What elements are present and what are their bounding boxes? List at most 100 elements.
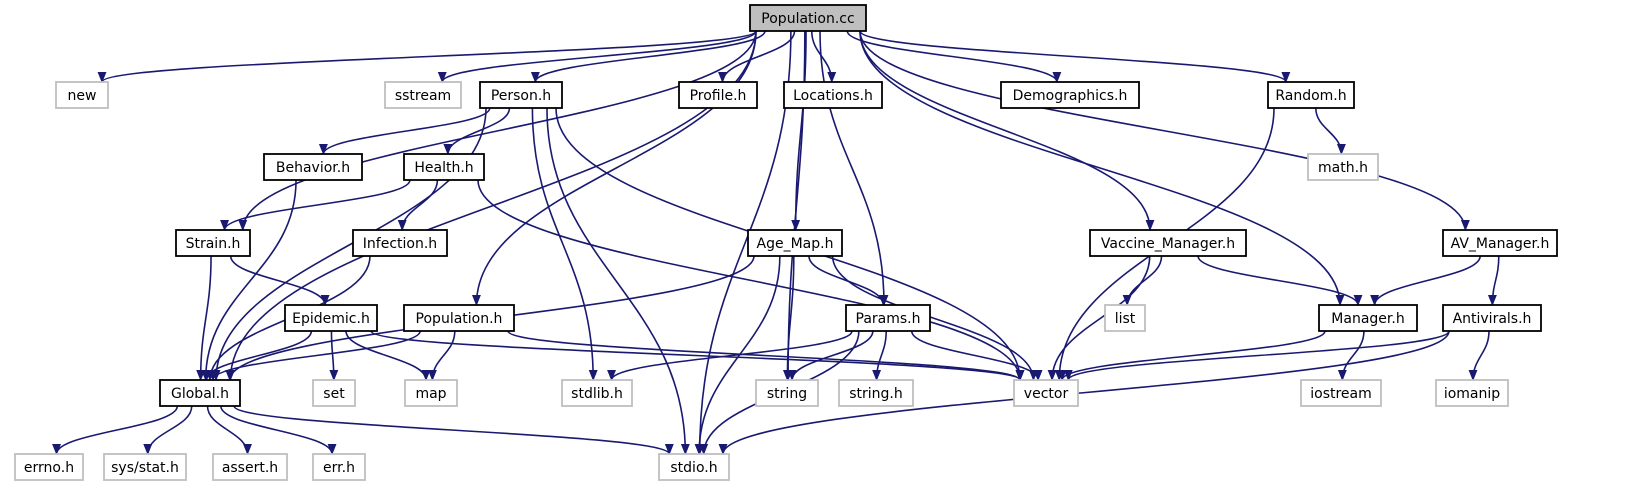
edge-population_cc-to-new bbox=[97, 30, 757, 84]
edge-population_cc-to-vaccine_manager_h bbox=[859, 30, 1155, 232]
node-demographics-h[interactable]: Demographics.h bbox=[1000, 81, 1140, 109]
edge-person_h-to-stdio_h bbox=[546, 107, 690, 456]
node-vector: vector bbox=[1013, 379, 1079, 407]
node-antivirals-h[interactable]: Antivirals.h bbox=[1442, 304, 1542, 332]
edge-av_manager_h-to-manager_h bbox=[1370, 255, 1481, 307]
node-label: Demographics.h bbox=[1013, 88, 1128, 104]
node-vaccine-manager-h[interactable]: Vaccine_Manager.h bbox=[1089, 229, 1247, 257]
edge-epidemic_h-to-map bbox=[345, 330, 431, 382]
edge-random_h-to-math_h bbox=[1315, 107, 1346, 156]
node-box bbox=[403, 153, 485, 181]
edge-population_cc-to-params_h bbox=[819, 30, 889, 307]
node-map: map bbox=[404, 379, 458, 407]
node-label: vector bbox=[1024, 386, 1069, 402]
node-label: list bbox=[1115, 311, 1136, 327]
node-label: Person.h bbox=[491, 88, 551, 104]
node-box bbox=[312, 453, 366, 481]
edge-person_h-to-behavior_h bbox=[319, 107, 491, 156]
edge-population_cc-to-random_h bbox=[859, 30, 1291, 84]
node-label: Global.h bbox=[171, 386, 229, 402]
node-locations-h[interactable]: Locations.h bbox=[783, 81, 883, 109]
node-box bbox=[1318, 304, 1418, 332]
node-label: Age_Map.h bbox=[757, 236, 834, 252]
node-label: assert.h bbox=[222, 460, 278, 476]
node-err-h: err.h bbox=[312, 453, 366, 481]
node-box bbox=[1307, 153, 1379, 181]
node-box bbox=[312, 379, 356, 407]
node-box bbox=[1442, 304, 1542, 332]
node-label: Epidemic.h bbox=[292, 311, 370, 327]
node-health-h[interactable]: Health.h bbox=[403, 153, 485, 181]
node-box bbox=[783, 81, 883, 109]
node-behavior-h[interactable]: Behavior.h bbox=[263, 153, 363, 181]
node-label: Infection.h bbox=[363, 236, 437, 252]
node-string: string bbox=[755, 379, 819, 407]
edge-params_h-to-vector bbox=[910, 330, 1043, 382]
edge-population_h-to-map bbox=[427, 330, 456, 382]
node-label: Health.h bbox=[414, 160, 473, 176]
edge-strain_h-to-global_h bbox=[196, 255, 212, 382]
node-list: list bbox=[1104, 304, 1146, 332]
edge-antivirals_h-to-vector bbox=[1063, 330, 1450, 382]
edge-population_cc-to-sstream bbox=[437, 30, 757, 84]
node-box bbox=[1000, 81, 1140, 109]
node-label: Vaccine_Manager.h bbox=[1101, 236, 1235, 252]
node-box bbox=[384, 81, 462, 109]
edge-population_cc-to-population_h bbox=[471, 30, 757, 307]
node-box bbox=[479, 81, 563, 109]
node-string-h: string.h bbox=[838, 379, 914, 407]
node-box bbox=[658, 453, 730, 481]
edge-global_h-to-errno_h bbox=[52, 405, 179, 456]
node-av-manager-h[interactable]: AV_Manager.h bbox=[1442, 229, 1558, 257]
node-params-h[interactable]: Params.h bbox=[845, 304, 931, 332]
edge-vaccine_manager_h-to-vector bbox=[1047, 255, 1151, 382]
edge-health_h-to-vector bbox=[477, 179, 1025, 382]
node-profile-h[interactable]: Profile.h bbox=[678, 81, 758, 109]
edge-population_cc-to-age_map_h bbox=[791, 30, 807, 232]
node-set: set bbox=[312, 379, 356, 407]
edge-params_h-to-stdlib_h bbox=[607, 330, 853, 382]
node-new: new bbox=[55, 81, 109, 109]
node-random-h[interactable]: Random.h bbox=[1267, 81, 1355, 109]
edge-population_cc-to-av_manager_h bbox=[859, 30, 1470, 232]
node-population-cc[interactable]: Population.cc bbox=[749, 4, 867, 32]
node-label: sys/stat.h bbox=[111, 460, 179, 476]
edge-antivirals_h-to-stdio_h bbox=[718, 330, 1450, 456]
node-box bbox=[14, 453, 84, 481]
node-label: Manager.h bbox=[1331, 311, 1404, 327]
node-strain-h[interactable]: Strain.h bbox=[175, 229, 251, 257]
node-box bbox=[212, 453, 288, 481]
node-sys-stat-h: sys/stat.h bbox=[103, 453, 187, 481]
edge-global_h-to-stdio_h bbox=[233, 405, 674, 456]
node-infection-h[interactable]: Infection.h bbox=[352, 229, 448, 257]
edge-params_h-to-string_h bbox=[872, 330, 887, 382]
node-population-h[interactable]: Population.h bbox=[403, 304, 515, 332]
edge-vaccine_manager_h-to-list bbox=[1122, 255, 1163, 307]
node-errno-h: errno.h bbox=[14, 453, 84, 481]
edge-age_map_h-to-string bbox=[782, 255, 795, 382]
node-box bbox=[352, 229, 448, 257]
node-box bbox=[175, 229, 251, 257]
node-box bbox=[263, 153, 363, 181]
node-manager-h[interactable]: Manager.h bbox=[1318, 304, 1418, 332]
node-box bbox=[755, 379, 819, 407]
node-label: new bbox=[68, 88, 97, 104]
node-label: map bbox=[415, 386, 446, 402]
node-label: Strain.h bbox=[186, 236, 241, 252]
node-iostream: iostream bbox=[1300, 379, 1382, 407]
node-label: errno.h bbox=[24, 460, 74, 476]
node-epidemic-h[interactable]: Epidemic.h bbox=[284, 304, 378, 332]
node-box bbox=[1300, 379, 1382, 407]
node-person-h[interactable]: Person.h bbox=[479, 81, 563, 109]
node-global-h[interactable]: Global.h bbox=[159, 379, 241, 407]
node-box bbox=[561, 379, 633, 407]
node-age-map-h[interactable]: Age_Map.h bbox=[747, 229, 843, 257]
node-math-h: math.h bbox=[1307, 153, 1379, 181]
node-stdlib-h: stdlib.h bbox=[561, 379, 633, 407]
edge-population_cc-to-manager_h bbox=[859, 30, 1345, 307]
node-box bbox=[404, 379, 458, 407]
node-box bbox=[1104, 304, 1146, 332]
node-box bbox=[284, 304, 378, 332]
node-box bbox=[1442, 229, 1558, 257]
